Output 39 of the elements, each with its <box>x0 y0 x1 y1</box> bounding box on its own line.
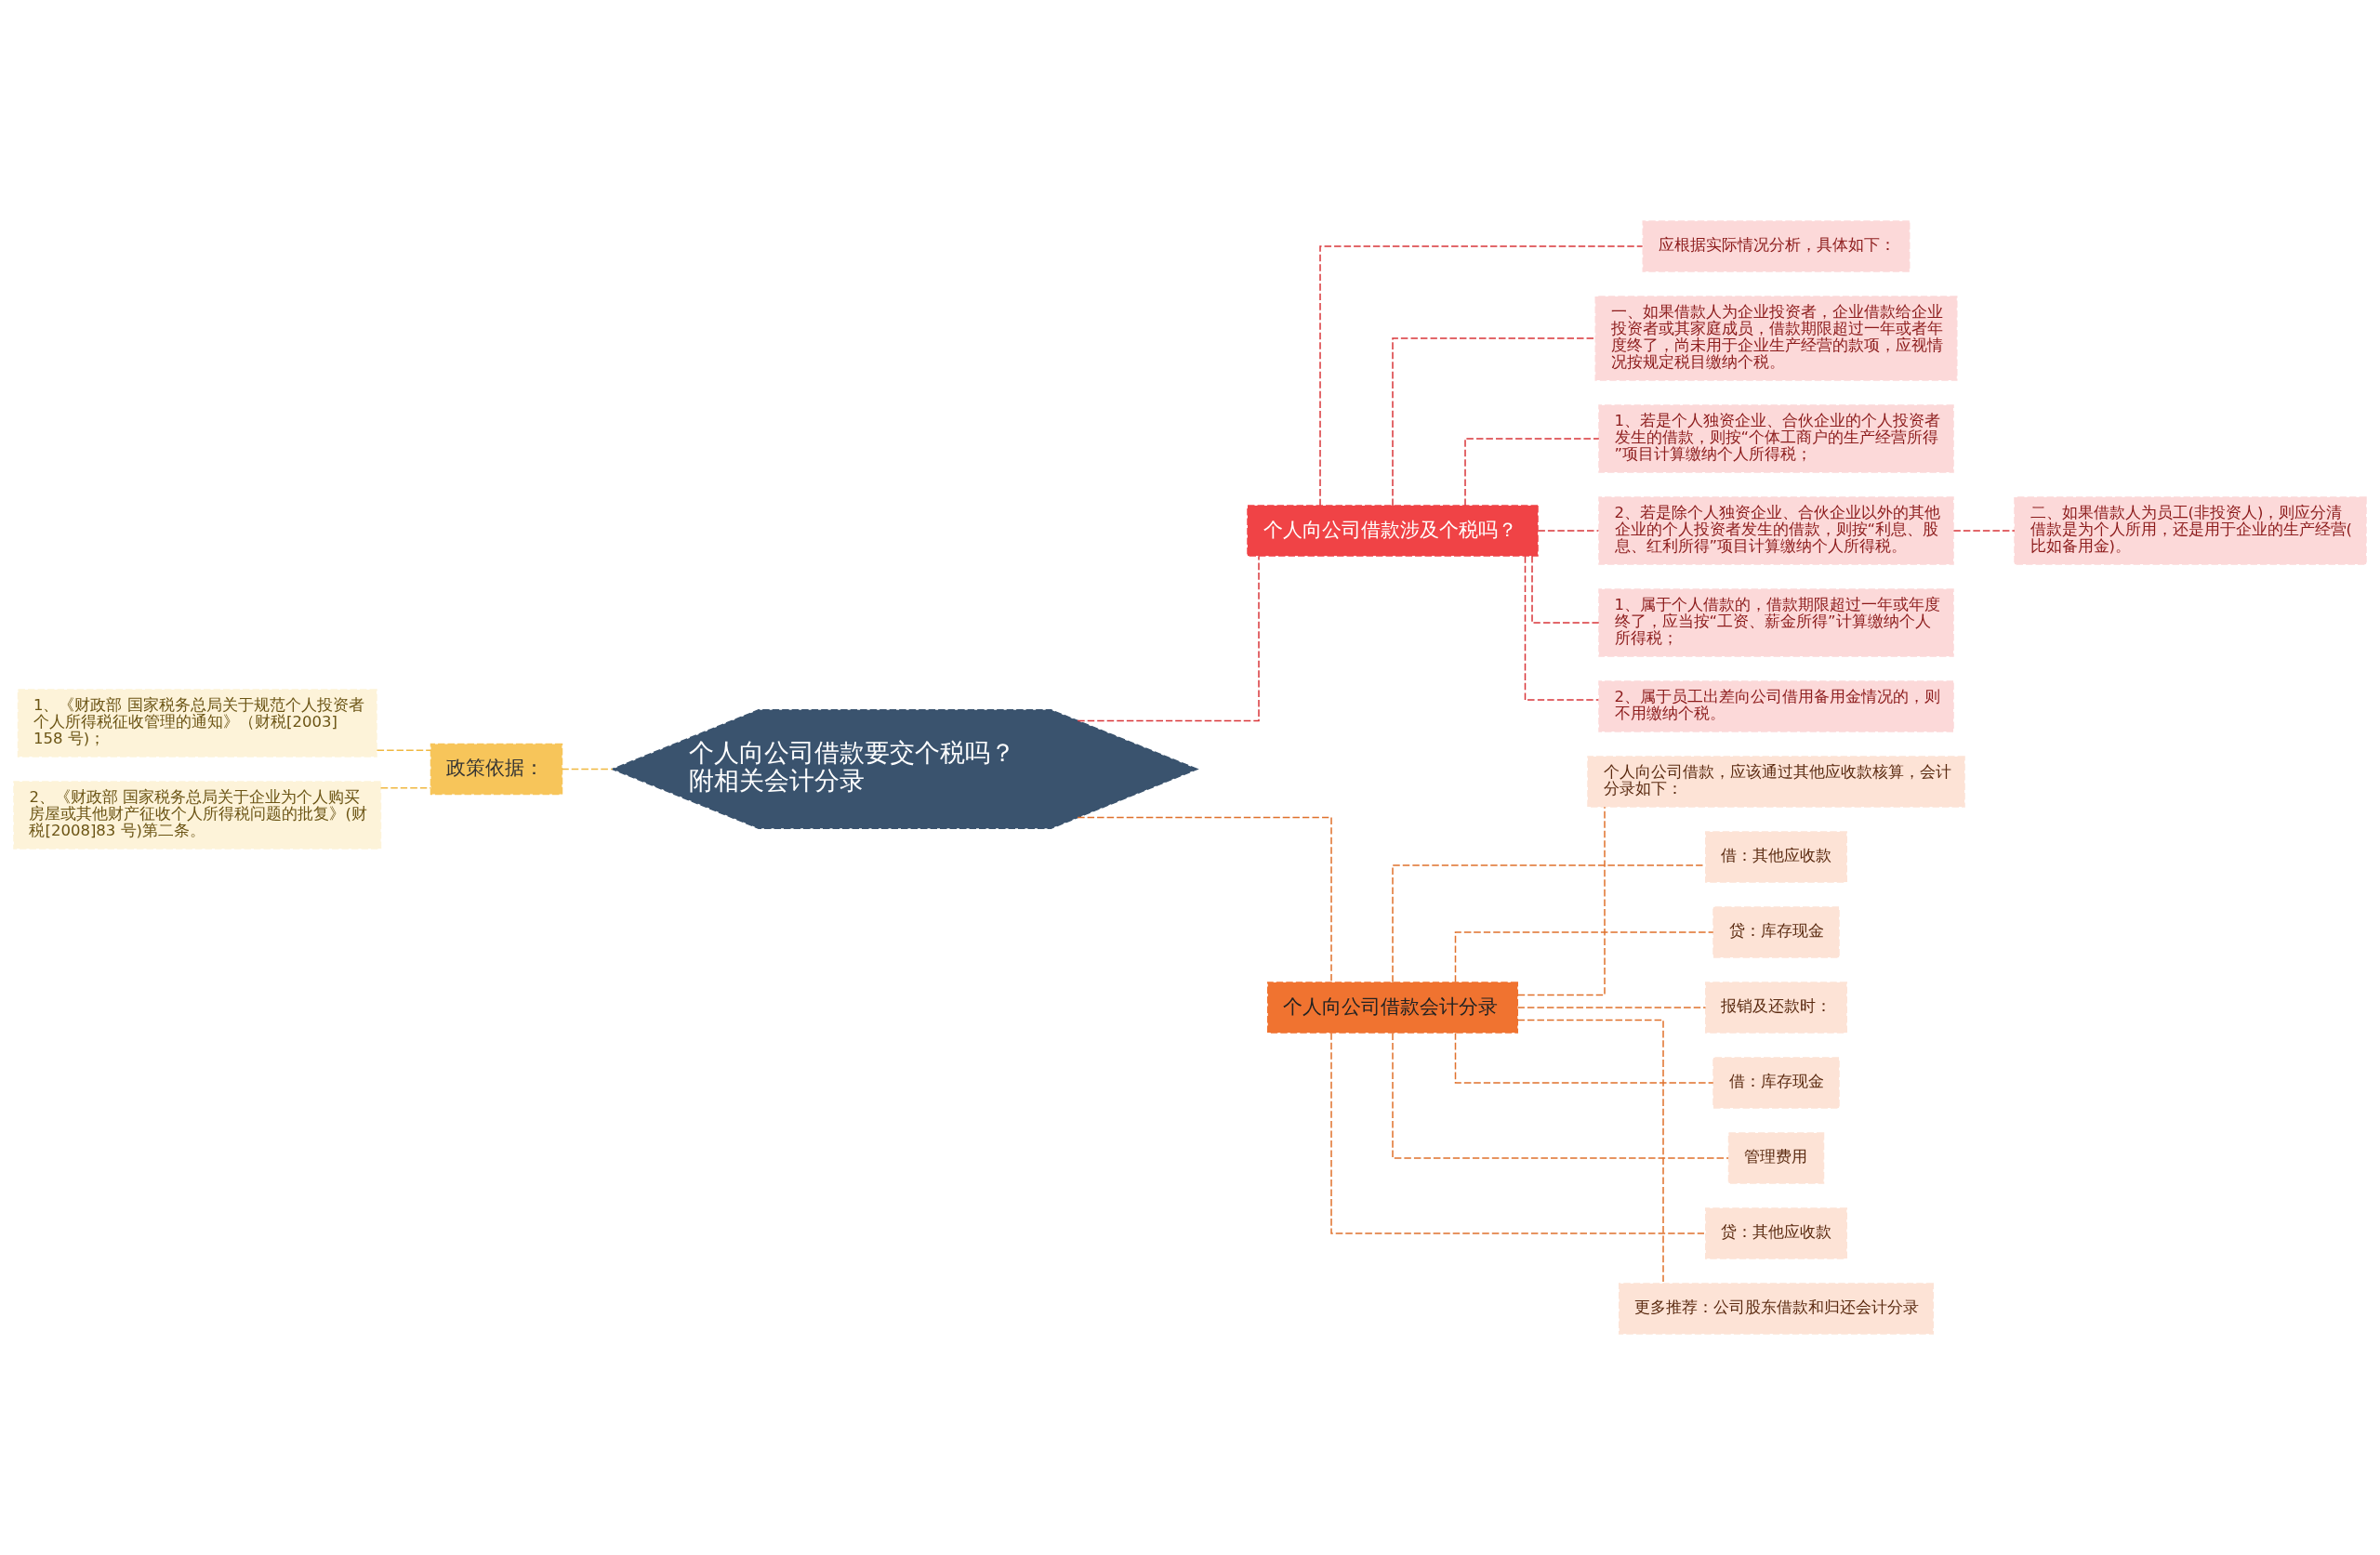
node-box: 一、如果借款人为企业投资者，企业借款给企业投资者或其家庭成员，借款期限超过一年或者年度终了，尚未用于企业生产经营的款项，应视情况按规定税目缴纳个税。 <box>1594 296 1958 381</box>
connector <box>1077 816 1332 983</box>
node-box: 政策依据： <box>430 743 563 796</box>
connector <box>1454 931 1714 983</box>
connector <box>1330 1032 1707 1234</box>
connector <box>1454 1032 1714 1084</box>
node-box: 1、若是个人独资企业、合伙企业的个人投资者发生的借款，则按“个体工商户的生产经营所得”项目计算缴纳个人所得税； <box>1598 404 1954 473</box>
connector <box>1464 438 1600 507</box>
connector <box>1537 530 1600 532</box>
connector <box>1524 555 1600 701</box>
connector <box>1516 1019 1664 1285</box>
connector <box>1516 1007 1707 1008</box>
connector <box>1319 245 1644 507</box>
node-box: 个人向公司借款涉及个税吗？ <box>1247 505 1539 557</box>
node-box: 二、如果借款人为员工(非投资人)，则应分清借款是为个人所用，还是用于企业的生产经营(比如备用金)。 <box>2014 496 2367 565</box>
node-box: 个人向公司借款，应该通过其他应收款核算，会计分录如下： <box>1587 756 1965 808</box>
node-box: 管理费用 <box>1727 1132 1825 1184</box>
node-box: 借：其他应收款 <box>1705 831 1847 883</box>
node-box: 2、《财政部 国家税务总局关于企业为个人购买房屋或其他财产征收个人所得税问题的批复》(财税[2008]83 号)第二条。 <box>13 781 382 850</box>
connector <box>379 787 432 789</box>
node-box: 应根据实际情况分析，具体如下： <box>1642 220 1911 272</box>
connector <box>1952 530 2016 532</box>
connector <box>1516 806 1606 996</box>
node-box: 更多推荐：公司股东借款和归还会计分录 <box>1619 1283 1934 1335</box>
node-box: 1、《财政部 国家税务总局关于规范个人投资者个人所得税征收管理的通知》（财税[2003] 158 号)； <box>17 689 377 758</box>
connector <box>376 749 432 751</box>
node-box: 1、属于个人借款的，借款期限超过一年或年度终了，应当按“工资、薪金所得”计算缴纳个人所得税； <box>1598 588 1954 657</box>
node-box: 报销及还款时： <box>1705 982 1847 1034</box>
connector <box>1392 1032 1729 1159</box>
node-box: 2、属于员工出差向公司借用备用金情况的，则不用缴纳个税。 <box>1598 680 1954 732</box>
node-box: 2、若是除个人独资企业、合伙企业以外的其他企业的个人投资者发生的借款，则按“利息、股息、红利所得”项目计算缴纳个人所得税。 <box>1598 496 1954 565</box>
connector <box>561 768 614 771</box>
node-box: 借：库存现金 <box>1712 1057 1840 1109</box>
connector <box>1392 337 1596 507</box>
connector <box>1531 555 1600 624</box>
connector <box>1077 555 1260 722</box>
node-box: 贷：其他应收款 <box>1705 1207 1847 1259</box>
node-box: 个人向公司借款会计分录 <box>1267 982 1518 1034</box>
node-box: 贷：库存现金 <box>1712 906 1840 958</box>
